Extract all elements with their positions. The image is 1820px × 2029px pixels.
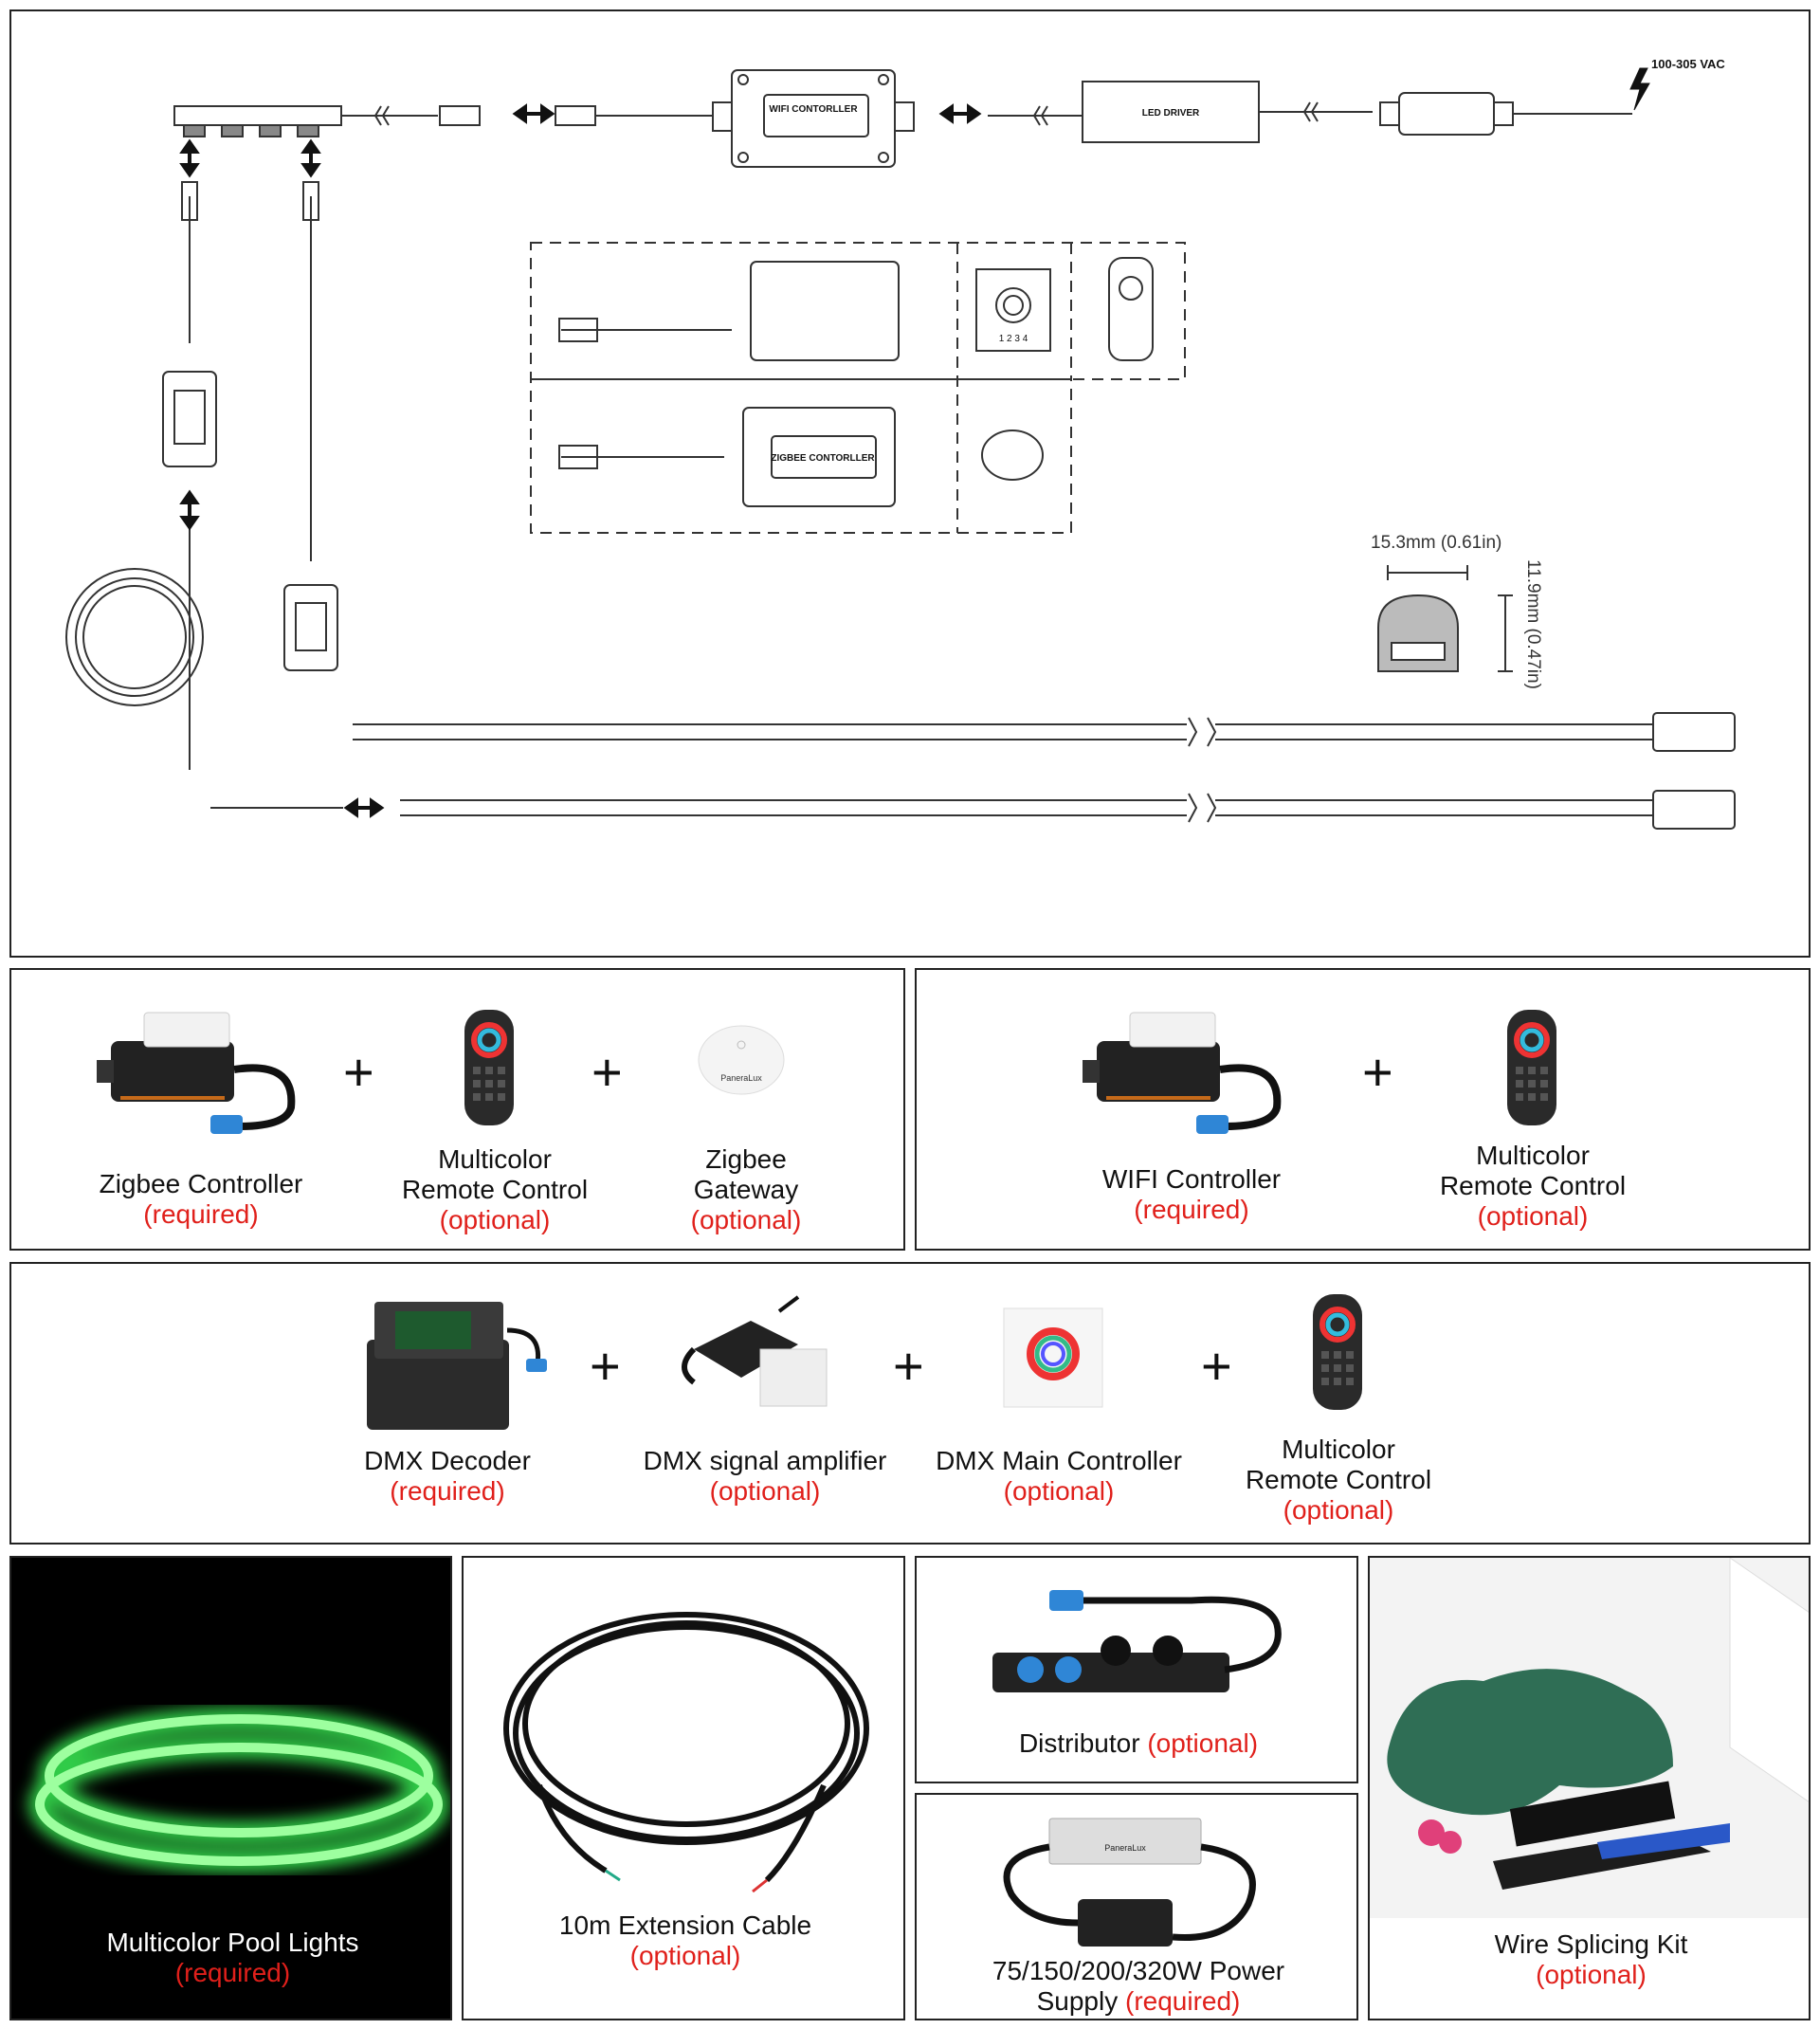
extension-cable-label: 10m Extension Cable (optional) <box>558 1910 812 1970</box>
wiring-diagram: 100-305 VAC WIFI CONTORLLER LED DRIVER Z… <box>65 57 1736 830</box>
remote-control-label: Multicolor Remote Control (optional) <box>401 1144 589 1234</box>
junction-box-left <box>162 371 217 467</box>
distributor-label: Distributor (optional) <box>1018 1728 1259 1758</box>
wifi-kit-panel: WIFI Controller (required) + Multicolor … <box>915 968 1811 1251</box>
zigbee-controller-image <box>97 1012 296 1134</box>
pool-lights-panel: Multicolor Pool Lights (required) <box>9 1556 452 2020</box>
dmx-decoder-label: DMX Decoder (required) <box>364 1446 531 1506</box>
dmx-decoder-image <box>367 1302 547 1430</box>
zigbee-controller-label: Zigbee Controller (required) <box>99 1169 303 1229</box>
dmx-amplifier-label: DMX signal amplifier (optional) <box>643 1446 887 1506</box>
remote-control-image <box>464 1010 514 1125</box>
splicing-kit-label: Wire Splicing Kit (optional) <box>1494 1929 1688 1989</box>
pool-lights-label: Multicolor Pool Lights (required) <box>106 1928 359 1987</box>
zigbee-gateway-label: Zigbee Gateway (optional) <box>690 1144 802 1234</box>
power-supply-image: PaneraLux <box>1003 1818 1256 1947</box>
distributor-image <box>992 1590 1282 1692</box>
remote-drawing <box>1108 257 1154 361</box>
remote-control-label: Multicolor Remote Control (optional) <box>1439 1141 1627 1231</box>
svg-text:PaneraLux: PaneraLux <box>720 1073 762 1083</box>
remote-control-label: Multicolor Remote Control (optional) <box>1245 1435 1432 1525</box>
wifi-controller-label: WIFI Controller (required) <box>1101 1164 1282 1224</box>
plus-icon: + <box>1201 1336 1232 1396</box>
svg-text:PaneraLux: PaneraLux <box>1104 1843 1146 1853</box>
zigbee-gateway-image: PaneraLux <box>698 1025 785 1095</box>
distributor-bar <box>173 105 342 126</box>
remote-control-image <box>1313 1294 1362 1410</box>
wifi-controller-image <box>1083 1012 1282 1134</box>
junction-box-drawing <box>1398 92 1495 136</box>
plus-icon: + <box>893 1336 924 1396</box>
plus-icon: + <box>590 1336 621 1396</box>
dmx-main-controller-label: DMX Main Controller (optional) <box>936 1446 1182 1506</box>
splicing-kit-panel: Wire Splicing Kit (optional) <box>1368 1556 1811 2020</box>
led-driver-text: LED DRIVER <box>1142 108 1200 119</box>
panel-drawing <box>975 268 1051 352</box>
power-supply-panel: PaneraLux 75/150/200/320W Power Supply (… <box>915 1793 1358 2020</box>
plus-icon: + <box>1362 1042 1393 1102</box>
zigbee-kit-panel: Zigbee Controller (required) + Multicolo… <box>9 968 905 1251</box>
extension-cable-panel: 10m Extension Cable (optional) <box>462 1556 905 2020</box>
power-supply-label: 75/150/200/320W Power Supply (required) <box>992 1956 1285 2016</box>
height-dimension: 11.9mm (0.47in) <box>1523 559 1543 689</box>
wifi-controller-text: WIFI CONTORLLER <box>769 104 858 115</box>
remote-control-image <box>1507 1010 1556 1125</box>
width-dimension: 15.3mm (0.61in) <box>1371 533 1502 553</box>
dmx-amplifier-image <box>682 1295 828 1407</box>
wifi-controller-drawing <box>731 69 896 168</box>
dmx-kit-panel: DMX Decoder (required) + DMX signal ampl… <box>9 1262 1811 1545</box>
zigbee-controller-text: ZIGBEE CONTORLLER <box>771 453 875 464</box>
splicing-kit-image <box>1370 1558 1809 1918</box>
plus-icon: + <box>343 1042 374 1102</box>
plus-icon: + <box>592 1042 623 1102</box>
wiring-diagram-panel: 100-305 VAC WIFI CONTORLLER LED DRIVER Z… <box>9 9 1811 958</box>
extension-cable-image <box>503 1612 869 1893</box>
gateway-drawing <box>981 430 1044 481</box>
panel-numbers-text: 1 2 3 4 <box>999 334 1028 344</box>
pool-lights-image <box>28 1708 449 1873</box>
junction-box-right <box>283 584 338 671</box>
distributor-panel: Distributor (optional) <box>915 1556 1358 1783</box>
voltage-label: 100-305 VAC <box>1651 57 1725 71</box>
dmx-main-controller-image <box>1003 1307 1103 1408</box>
